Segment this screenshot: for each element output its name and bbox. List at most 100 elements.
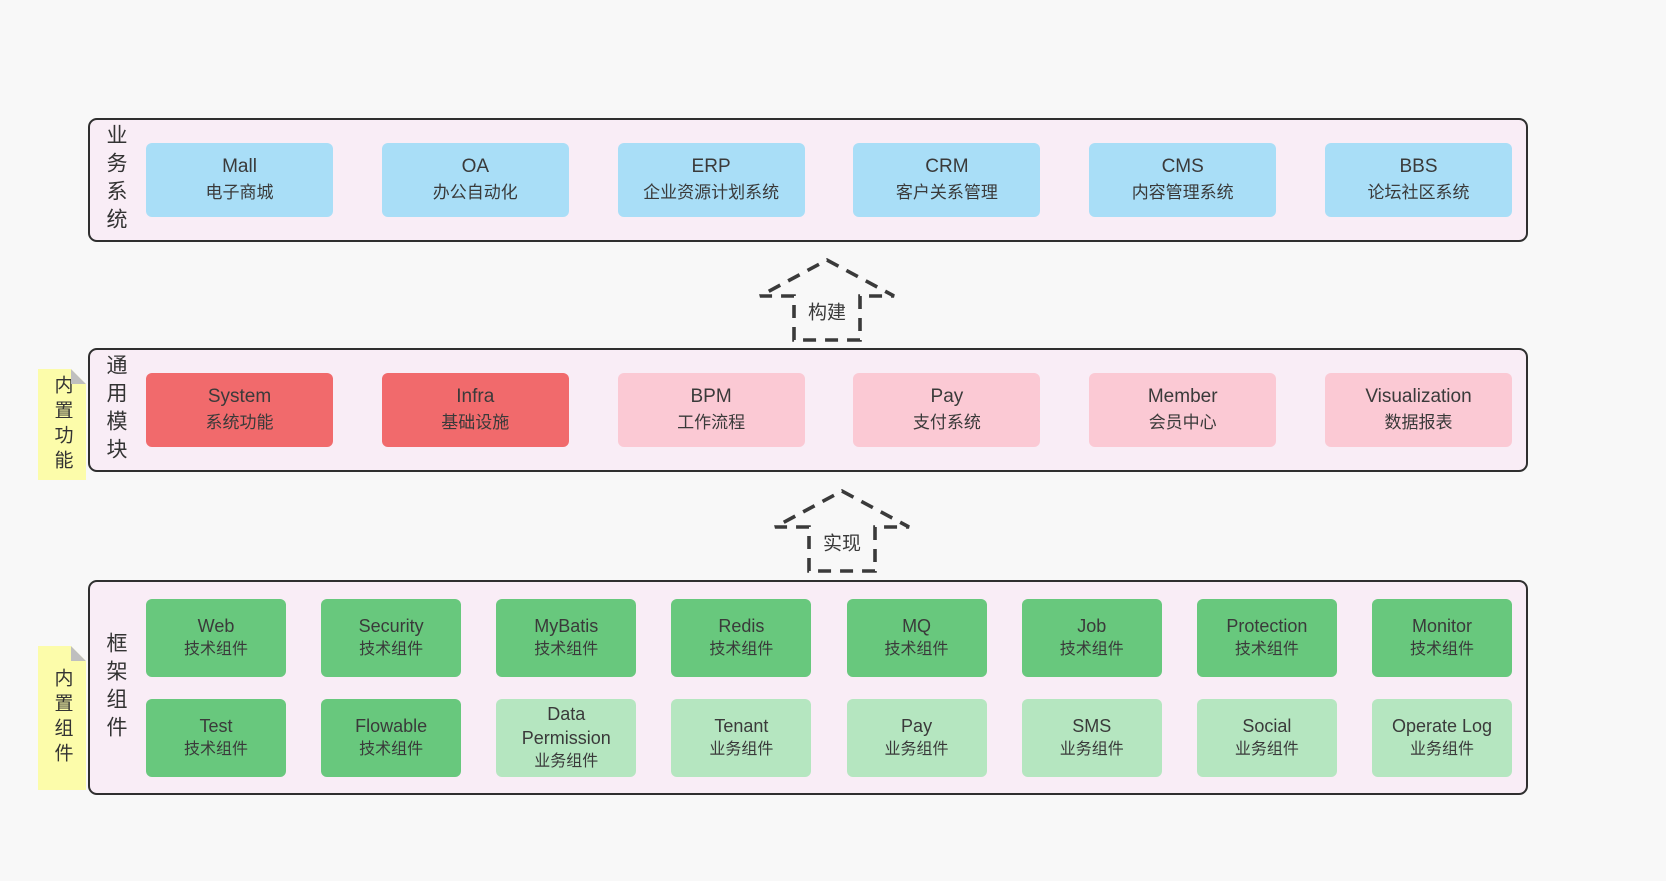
module-box-title: Member — [1147, 386, 1218, 407]
module-box-subtitle: 技术组件 — [359, 640, 424, 658]
module-box-title: Tenant — [714, 715, 769, 736]
module-box-subtitle: 业务组件 — [1059, 740, 1124, 758]
module-box-subtitle: 技术组件 — [1234, 640, 1299, 658]
module-box-subtitle: 技术组件 — [709, 640, 774, 658]
module-box-title: Flowable — [355, 715, 428, 736]
module-box-tenant: Tenant 业务组件 — [671, 698, 812, 777]
module-box-mq: MQ 技术组件 — [846, 598, 987, 677]
module-box-subtitle: 业务组件 — [884, 740, 949, 758]
module-box-title: SMS — [1072, 715, 1112, 736]
module-box-mall: Mall 电子商城 — [146, 143, 333, 217]
module-box-flowable: Flowable 技术组件 — [321, 698, 462, 777]
module-box-infra: Infra 基础设施 — [381, 373, 569, 447]
module-box-subtitle: 技术组件 — [183, 640, 248, 658]
module-box-security: Security 技术组件 — [321, 598, 462, 677]
module-box-title: Data Permission — [521, 703, 611, 748]
module-box-subtitle: 论坛社区系统 — [1367, 183, 1470, 202]
module-box-title: Social — [1242, 715, 1292, 736]
sticky-note-builtin-features: 内置功能 — [38, 369, 86, 480]
module-box-redis: Redis 技术组件 — [671, 598, 812, 677]
module-box-title: Monitor — [1411, 615, 1472, 636]
module-box-title: BBS — [1399, 156, 1438, 177]
arrow-up-icon — [774, 488, 910, 573]
section-side-label: 业务系统 — [104, 124, 127, 236]
module-box-subtitle: 技术组件 — [183, 740, 248, 758]
sticky-note-label: 内置组件 — [51, 668, 73, 768]
module-box-subtitle: 客户关系管理 — [895, 183, 998, 202]
module-box-subtitle: 支付系统 — [912, 413, 981, 432]
module-box-subtitle: 数据报表 — [1384, 413, 1453, 432]
module-box-bpm: BPM 工作流程 — [617, 373, 805, 447]
sticky-note-label: 内置功能 — [51, 374, 73, 475]
module-box-data-permission: Data Permission 业务组件 — [496, 698, 637, 777]
module-box-title: CRM — [925, 156, 969, 177]
module-box-title: Redis — [718, 615, 765, 636]
module-box-title: Pay — [901, 715, 933, 736]
module-box-member: Member 会员中心 — [1089, 373, 1277, 447]
module-box-title: MQ — [902, 615, 932, 636]
module-box-subtitle: 电子商城 — [205, 183, 274, 202]
module-box-subtitle: 业务组件 — [1234, 740, 1299, 758]
module-box-title: Mall — [222, 156, 257, 177]
arrow-label: 实现 — [814, 522, 870, 562]
module-box-subtitle: 会员中心 — [1148, 413, 1217, 432]
module-box-title: OA — [461, 156, 490, 177]
arrow-up-icon — [759, 257, 895, 342]
module-box-subtitle: 业务组件 — [534, 752, 599, 770]
section-side-label: 框架组件 — [104, 631, 127, 744]
module-box-title: Visualization — [1365, 386, 1472, 407]
arrow-label: 构建 — [799, 291, 855, 331]
box-row: Mall 电子商城 OA 办公自动化 ERP 企业资源计划系统 CRM 客户关系管理 CMS 内容… — [146, 143, 1512, 217]
module-box-title: BPM — [690, 386, 732, 407]
module-box-title: System — [207, 386, 272, 407]
module-box-subtitle: 工作流程 — [677, 413, 746, 432]
module-box-visualization: Visualization 数据报表 — [1324, 373, 1512, 447]
module-box-subtitle: 系统功能 — [205, 413, 274, 432]
module-box-subtitle: 企业资源计划系统 — [643, 183, 780, 202]
module-box-bbs: BBS 论坛社区系统 — [1324, 143, 1512, 217]
module-box-subtitle: 业务组件 — [709, 740, 774, 758]
module-box-system: System 系统功能 — [146, 373, 333, 447]
module-box-cms: CMS 内容管理系统 — [1089, 143, 1277, 217]
module-box-title: Test — [199, 715, 233, 736]
module-box-crm: CRM 客户关系管理 — [853, 143, 1041, 217]
module-box-title: MyBatis — [534, 615, 599, 636]
module-box-subtitle: 业务组件 — [1409, 740, 1474, 758]
module-box-subtitle: 办公自动化 — [432, 183, 518, 202]
module-box-subtitle: 技术组件 — [359, 740, 424, 758]
module-box-subtitle: 内容管理系统 — [1131, 183, 1234, 202]
section-side-label: 通用模块 — [104, 354, 127, 466]
sticky-note-builtin-components: 内置组件 — [38, 646, 86, 790]
module-box-erp: ERP 企业资源计划系统 — [617, 143, 805, 217]
module-box-title: Security — [358, 615, 424, 636]
module-box-title: CMS — [1161, 156, 1204, 177]
arrow-build: 构建 — [757, 257, 897, 343]
module-box-title: Protection — [1226, 615, 1308, 636]
section-box-grid: Mall 电子商城 OA 办公自动化 ERP 企业资源计划系统 CRM 客户关系管理 CMS 内容… — [146, 120, 1512, 240]
module-box-sms: SMS 业务组件 — [1021, 698, 1162, 777]
module-box-title: ERP — [691, 156, 731, 177]
module-box-subtitle: 技术组件 — [884, 640, 949, 658]
sticky-fold-icon — [71, 369, 86, 384]
arrow-implement: 实现 — [772, 488, 912, 574]
module-box-protection: Protection 技术组件 — [1196, 598, 1337, 677]
section-business-systems: 业务系统 Mall 电子商城 OA 办公自动化 ERP 企业资源计划系统 CRM 客户关系管理… — [88, 118, 1528, 242]
sticky-fold-icon — [71, 646, 86, 661]
module-box-subtitle: 基础设施 — [441, 413, 510, 432]
module-box-title: Infra — [456, 386, 495, 407]
module-box-test: Test 技术组件 — [146, 698, 286, 777]
